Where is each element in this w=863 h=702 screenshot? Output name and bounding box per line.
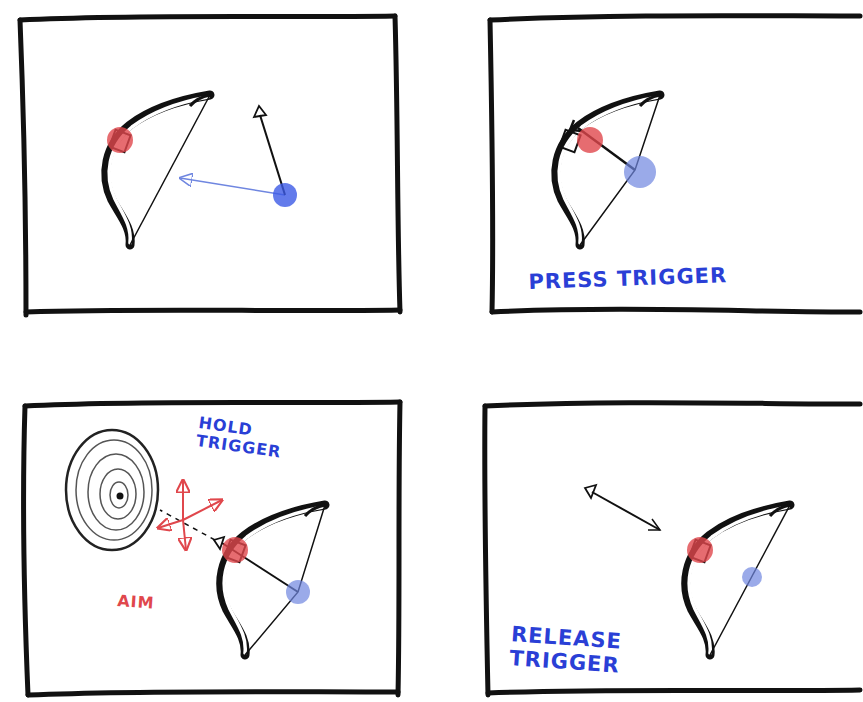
panel-frames [20,16,860,695]
instruction-note: HOLD TRIGGER [195,414,319,467]
aim-note: AIM [117,592,188,615]
instruction-note: RELEASE TRIGGER [509,622,662,681]
instruction-note: PRESS TRIGGER [528,261,789,294]
bow-sketch [106,95,297,245]
bow-sketch [66,430,325,655]
bow-sketch [556,95,660,245]
